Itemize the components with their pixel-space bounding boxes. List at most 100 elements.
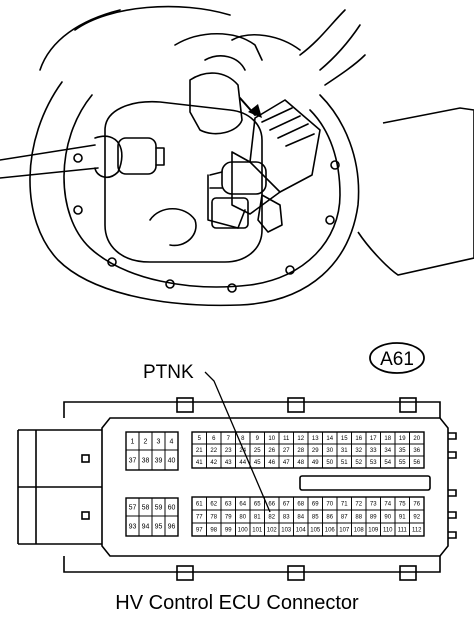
pin-number: 48 [297, 460, 304, 466]
pin-number: 4 [170, 439, 174, 446]
pin-number: 15 [341, 436, 348, 442]
pin-number: 55 [399, 460, 406, 466]
pin-number: 12 [297, 436, 304, 442]
pin-number: 103 [281, 528, 292, 534]
pin-number: 75 [399, 502, 406, 508]
connector-code-callout: A61 [369, 342, 425, 374]
pin-name-label: PTNK [143, 362, 194, 383]
pin-number: 29 [312, 448, 319, 454]
pin-number: 85 [312, 515, 319, 521]
pin-number: 2 [144, 439, 148, 446]
pin-number: 73 [370, 502, 377, 508]
pin-number: 10 [268, 436, 275, 442]
pin-number: 14 [326, 436, 333, 442]
pin-number: 37 [129, 458, 137, 465]
pin-number: 19 [399, 436, 406, 442]
pin-number: 34 [384, 448, 391, 454]
pin-number: 8 [241, 436, 245, 442]
pin-number: 1 [131, 439, 135, 446]
pin-number: 80 [239, 515, 246, 521]
pin-number: 50 [326, 460, 333, 466]
pin-number: 41 [196, 460, 203, 466]
pin-number: 32 [355, 448, 362, 454]
pin-number: 21 [196, 448, 203, 454]
pin-number: 100 [238, 528, 249, 534]
pin-number: 110 [383, 528, 393, 534]
pin-cell [409, 522, 425, 537]
pin-number: 6 [212, 436, 216, 442]
pin-number: 59 [155, 505, 163, 512]
pin-number: 23 [225, 448, 232, 454]
pin-number: 56 [413, 460, 420, 466]
pin-number: 79 [225, 515, 232, 521]
pin-number: 101 [252, 528, 263, 534]
pin-number: 108 [354, 528, 365, 534]
pin-number: 91 [399, 515, 406, 521]
diagram-caption: HV Control ECU Connector [115, 592, 359, 614]
pin-number: 60 [168, 505, 176, 512]
pin-number: 62 [210, 502, 217, 508]
pin-number: 99 [225, 528, 232, 534]
pin-number: 71 [341, 502, 348, 508]
pin-number: 88 [355, 515, 362, 521]
pin-number: 42 [210, 460, 217, 466]
pin-number: 84 [297, 515, 304, 521]
pin-number: 77 [196, 515, 203, 521]
pin-number: 96 [168, 524, 176, 531]
pin-number: 30 [326, 448, 333, 454]
pin-number: 69 [312, 502, 319, 508]
pin-number: 106 [325, 528, 336, 534]
pin-number: 54 [384, 460, 391, 466]
pin-number: 9 [256, 436, 260, 442]
pin-number: 11 [283, 436, 290, 442]
pin-number: 111 [398, 528, 408, 534]
pin-number: 20 [413, 436, 420, 442]
pin-number: 82 [268, 515, 275, 521]
pin-number: 94 [142, 524, 150, 531]
pin-number: 97 [196, 528, 203, 534]
pin-number: 67 [283, 502, 290, 508]
pin-number: 68 [297, 502, 304, 508]
pin-number: 26 [268, 448, 275, 454]
pin-cell [164, 449, 179, 471]
pin-number: 104 [296, 528, 307, 534]
fuel-pump-illustration [0, 5, 366, 307]
pin-number: 31 [341, 448, 348, 454]
pin-number: 45 [254, 460, 261, 466]
pin-number: 51 [341, 460, 348, 466]
pin-number: 89 [370, 515, 377, 521]
pin-cell [409, 455, 425, 469]
pin-number: 27 [283, 448, 290, 454]
pin-number: 49 [312, 460, 319, 466]
pin-number: 107 [339, 528, 350, 534]
pin-number: 35 [399, 448, 406, 454]
pin-number: 65 [254, 502, 261, 508]
pin-number: 87 [341, 515, 348, 521]
pin-number: 38 [142, 458, 150, 465]
pin-number: 28 [297, 448, 304, 454]
pin-number: 66 [268, 502, 275, 508]
pin-number: 57 [129, 505, 137, 512]
pin-number: 7 [227, 436, 231, 442]
pin-number: 39 [155, 458, 163, 465]
ecu-connector-face [17, 397, 457, 581]
pin-number: 112 [412, 528, 422, 534]
pin-number: 43 [225, 460, 232, 466]
pin-number: 5 [198, 436, 202, 442]
pin-number: 24 [239, 448, 246, 454]
pin-number: 25 [254, 448, 261, 454]
pin-cell [164, 515, 179, 537]
pin-number: 95 [155, 524, 163, 531]
pin-number: 40 [168, 458, 176, 465]
connector-code-label: A61 [380, 349, 414, 370]
pin-number: 109 [368, 528, 379, 534]
pin-number: 86 [326, 515, 333, 521]
pin-number: 78 [210, 515, 217, 521]
pin-number: 70 [326, 502, 333, 508]
